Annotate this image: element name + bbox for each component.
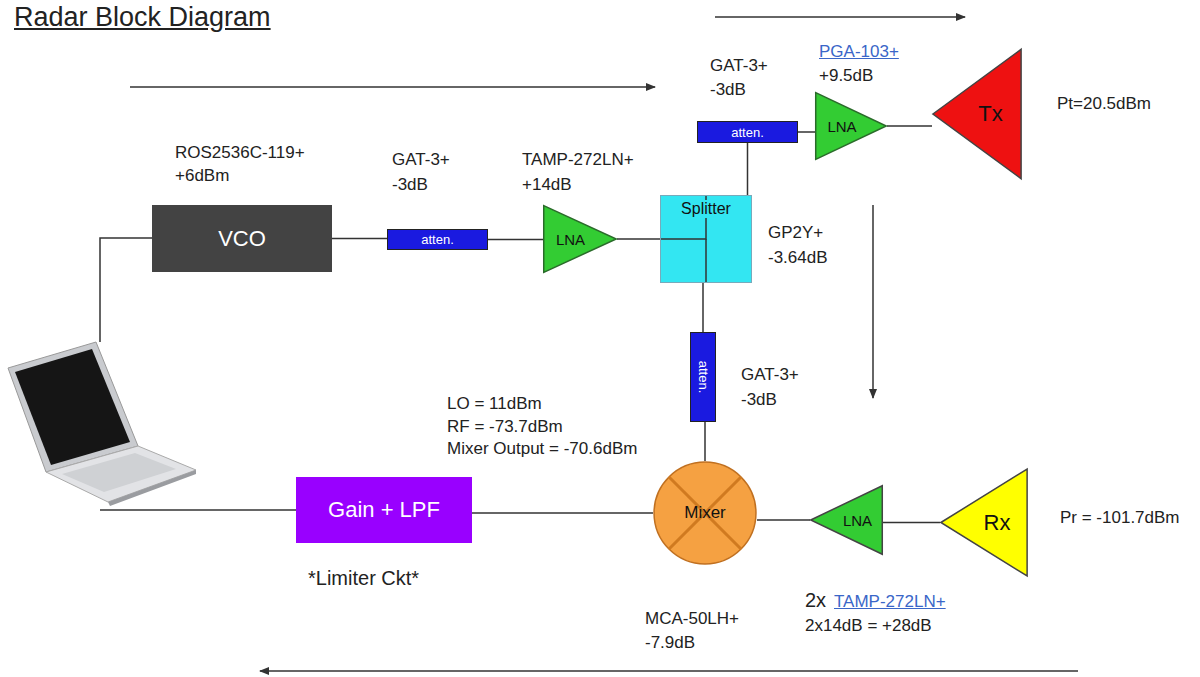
part-number: GP2Y+ <box>768 223 823 243</box>
node-shape <box>932 48 1022 180</box>
node-label: atten. <box>696 361 711 394</box>
gain-value: +14dB <box>522 175 572 195</box>
node-label: VCO <box>218 226 266 252</box>
part-number: GAT-3+ <box>741 365 799 385</box>
quantity: 2x <box>805 588 826 612</box>
signal-wire <box>472 512 653 514</box>
signal-wire <box>332 238 387 240</box>
node-label: LNA <box>827 118 856 135</box>
signal-wire <box>617 238 660 240</box>
attenuator-box: atten. <box>697 121 798 143</box>
node-label: atten. <box>421 232 454 247</box>
part-number: PGA-103+ <box>819 42 899 62</box>
signal-level: RF = -73.7dBm <box>447 417 563 437</box>
signal-wire <box>704 422 706 461</box>
part-number: TAMP-272LN+ <box>522 150 634 170</box>
gain-lpf-box: Gain + LPF <box>296 477 472 543</box>
signal-wire <box>702 283 704 332</box>
node-label: Gain + LPF <box>328 497 440 523</box>
gain-value: +9.5dB <box>819 66 873 86</box>
flow-arrows <box>130 17 1078 671</box>
gain-value: -7.9dB <box>645 633 695 653</box>
tx-antenna-triangle: Tx <box>932 48 1022 180</box>
part-number: GAT-3+ <box>710 56 768 76</box>
node-label: Mixer <box>684 503 726 523</box>
part-number: ROS2536C-119+ <box>175 143 305 163</box>
gain-value: +6dBm <box>175 166 229 186</box>
node-label: Tx <box>978 101 1002 127</box>
node-label: atten. <box>731 125 764 140</box>
power-value: Pr = -101.7dBm <box>1060 508 1180 528</box>
gain-value: 2x14dB = +28dB <box>805 616 932 636</box>
attenuator-box: atten. <box>387 229 488 250</box>
node-label: Splitter <box>679 200 733 218</box>
mixer-circle: Mixer <box>653 461 757 565</box>
signal-wire <box>798 131 815 133</box>
signal-level: LO = 11dBm <box>447 394 542 414</box>
vco-box: VCO <box>152 205 332 272</box>
signal-level: Mixer Output = -70.6dBm <box>447 439 637 459</box>
amplifier-triangle: LNA <box>815 92 887 160</box>
signal-wire <box>887 125 932 127</box>
laptop-illustration <box>8 342 196 506</box>
signal-wire <box>883 522 940 524</box>
gain-value: -3dB <box>710 80 746 100</box>
signal-wire <box>757 519 810 521</box>
signal-wire <box>747 143 749 195</box>
node-label: Rx <box>984 510 1011 536</box>
power-value: Pt=20.5dBm <box>1057 94 1151 114</box>
splitter-box: Splitter <box>660 195 752 283</box>
signal-wire <box>488 239 543 241</box>
part-number: GAT-3+ <box>392 150 450 170</box>
node-label: LNA <box>556 231 585 248</box>
amplifier-triangle: LNA <box>543 205 617 273</box>
gain-value: -3dB <box>741 390 777 410</box>
diagram-title: Radar Block Diagram <box>14 2 271 33</box>
part-number: MCA-50LH+ <box>645 609 739 629</box>
gain-value: -3dB <box>392 175 428 195</box>
note: *Limiter Ckt* <box>308 566 419 590</box>
rx-antenna-triangle: Rx <box>940 468 1028 577</box>
attenuator-box: atten. <box>690 332 716 422</box>
amplifier-triangle: LNA <box>810 485 883 555</box>
gain-value: -3.64dB <box>768 248 828 268</box>
part-number: TAMP-272LN+ <box>834 592 946 612</box>
node-label: LNA <box>843 512 872 529</box>
